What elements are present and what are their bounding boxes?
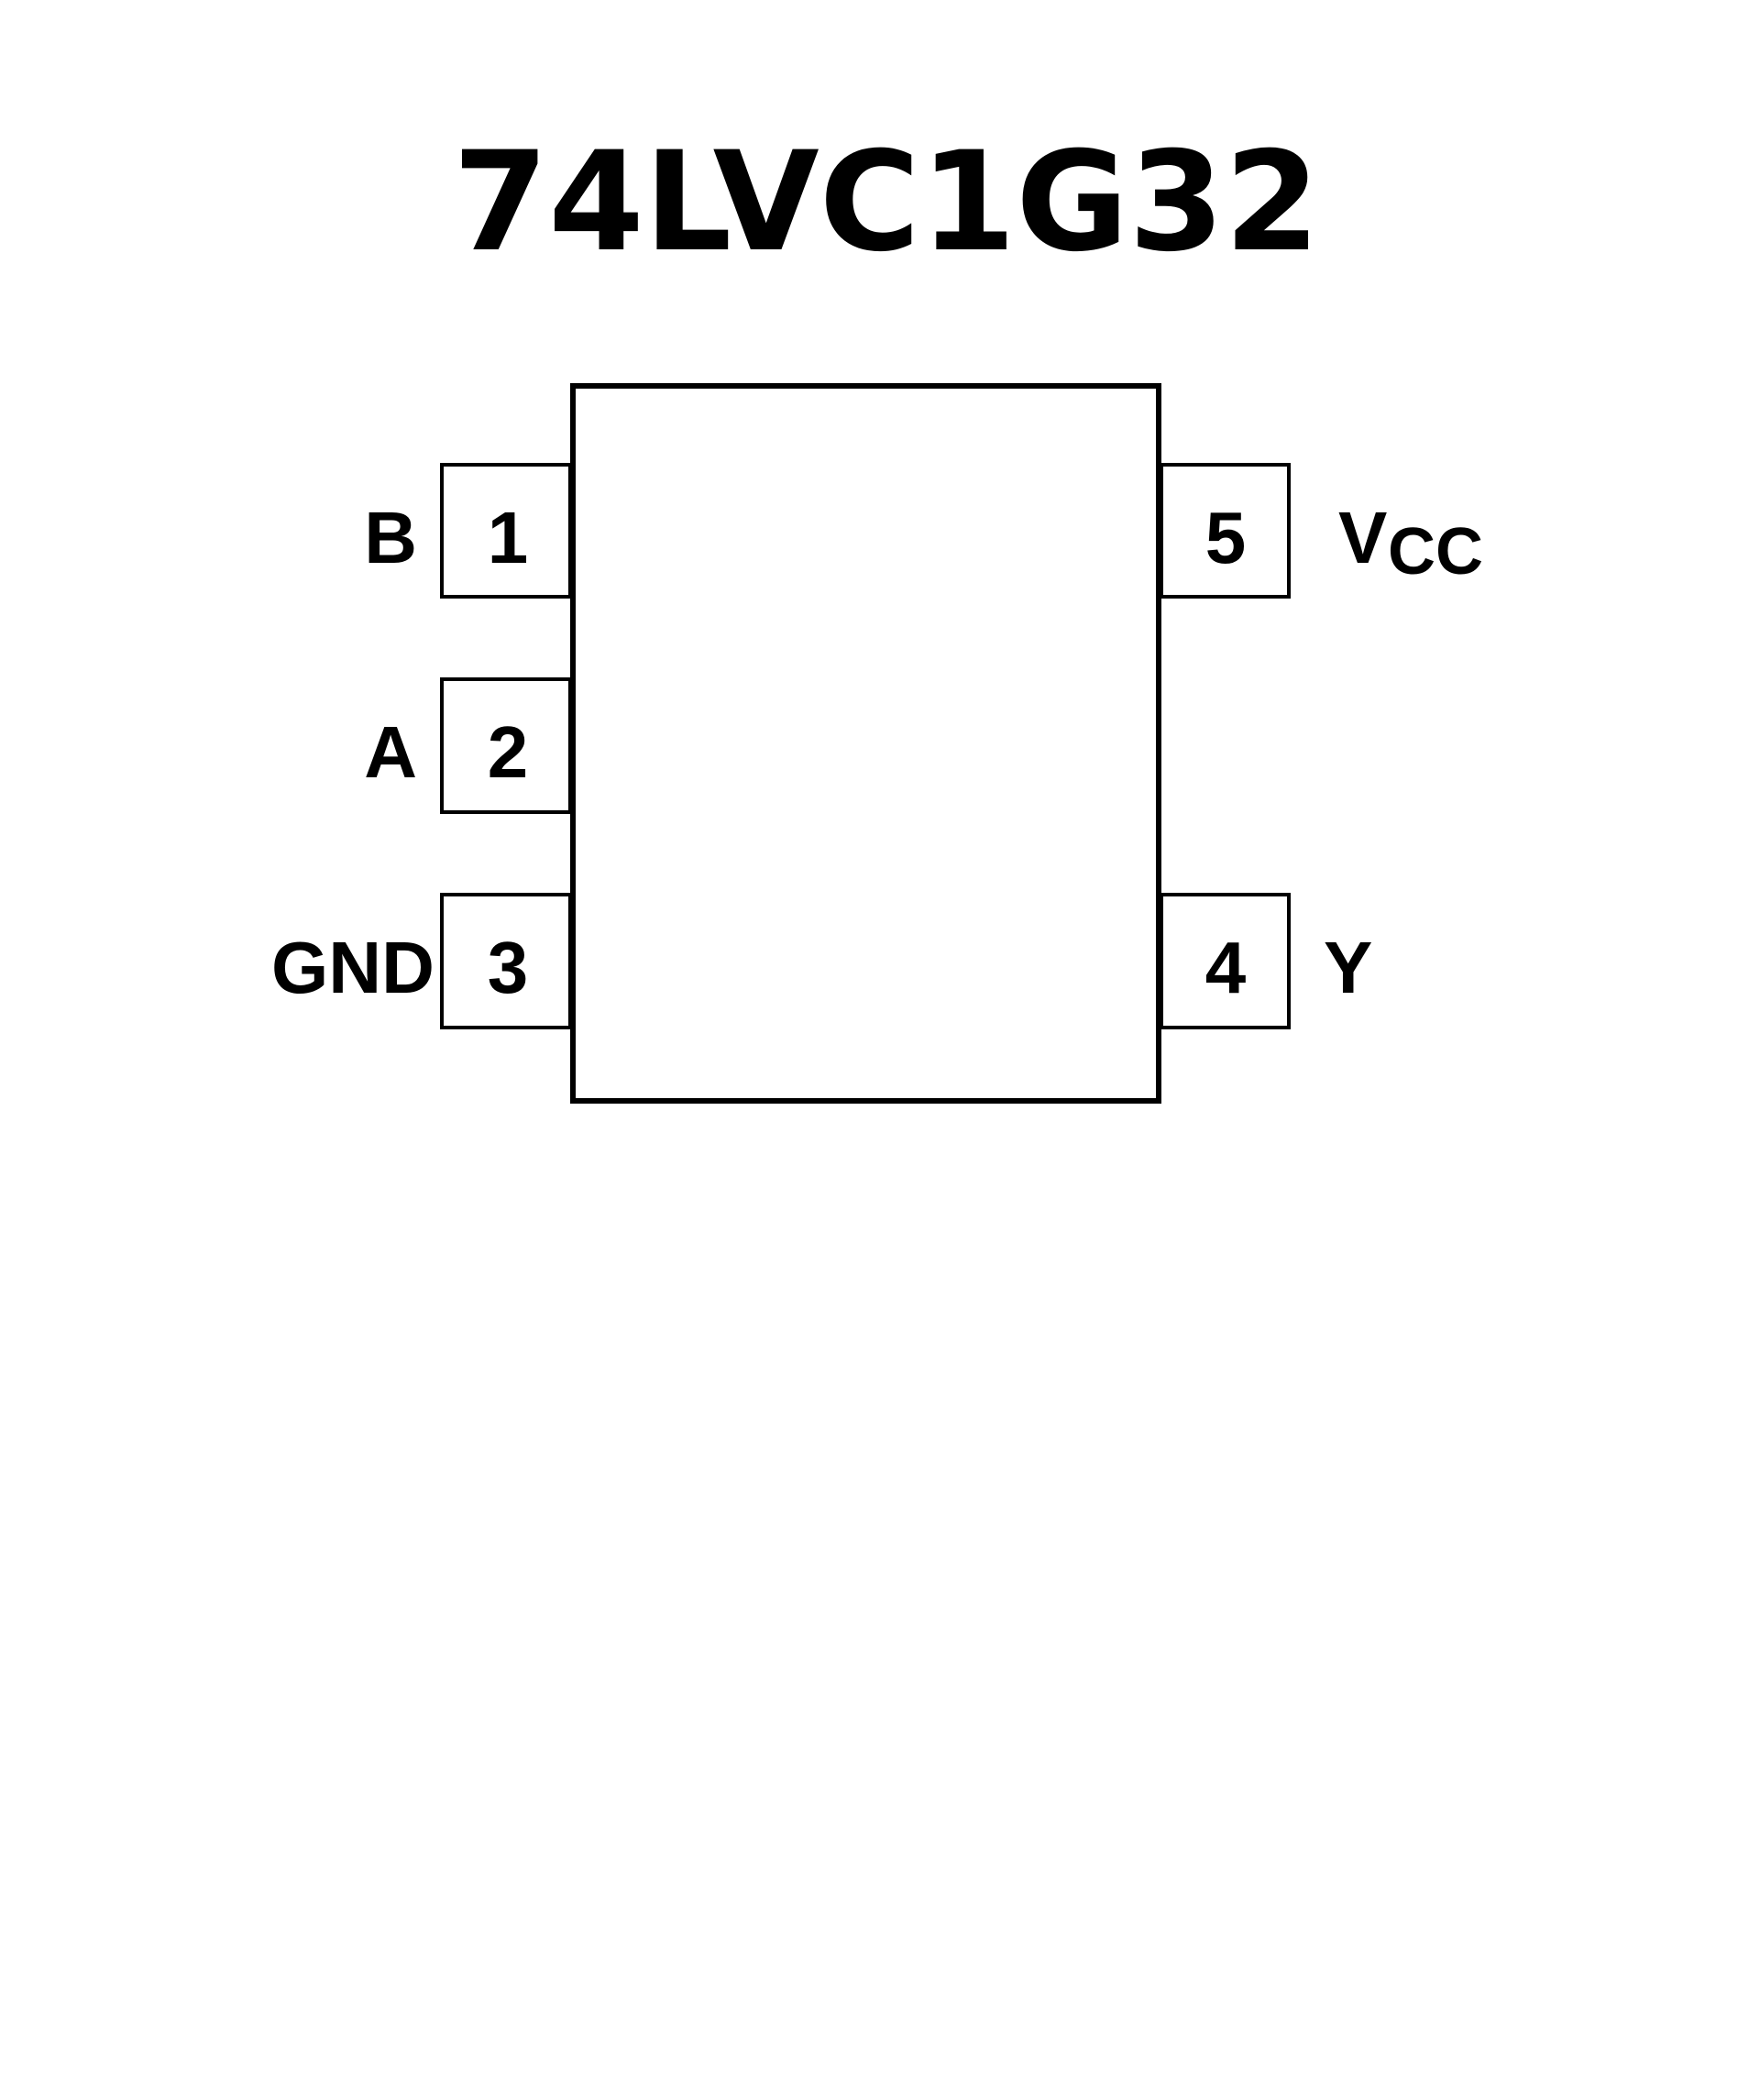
pin-5-box [1160, 463, 1291, 599]
pin-3-box [440, 893, 572, 1029]
pin-2-number: 2 [488, 711, 529, 793]
pin-1-label: B [364, 497, 417, 578]
pin-5-label-main: V [1338, 497, 1387, 578]
pin-5-number: 5 [1205, 497, 1247, 578]
pin-4-box [1160, 893, 1291, 1029]
pin-4-number: 4 [1205, 927, 1247, 1008]
pin-2-label: A [364, 711, 417, 793]
chip-body [570, 383, 1161, 1104]
pin-2-box [440, 677, 572, 814]
chip-title: 74LVC1G32 [453, 123, 1320, 282]
pin-3-number: 3 [488, 927, 529, 1008]
pin-1-number: 1 [488, 497, 529, 578]
pin-5-label-sub: CC [1388, 515, 1483, 588]
pin-4-label: Y [1324, 927, 1372, 1008]
pin-1-box [440, 463, 572, 599]
pin-3-label: GND [271, 927, 434, 1008]
